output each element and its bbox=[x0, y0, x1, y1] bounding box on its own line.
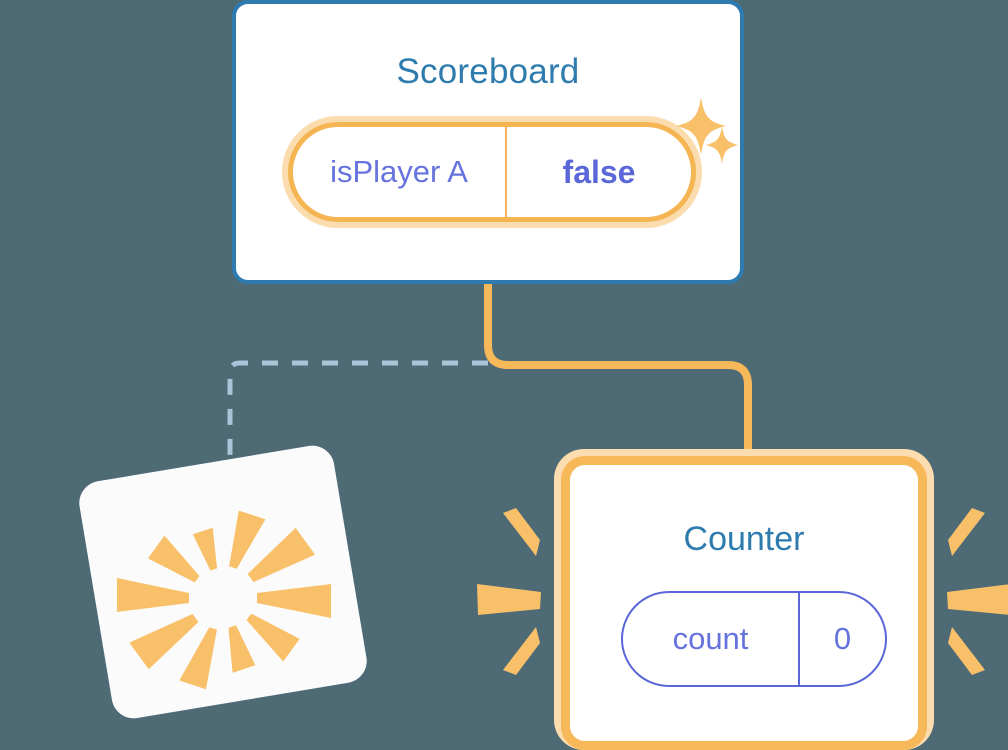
scoreboard-prop-value: false bbox=[562, 153, 636, 190]
ray bbox=[503, 508, 540, 556]
scoreboard-pill-glow-ring bbox=[282, 116, 702, 228]
counter-title: Counter bbox=[683, 520, 805, 558]
counter-prop-pill[interactable]: count 0 bbox=[621, 591, 887, 687]
scoreboard-prop-key: isPlayer A bbox=[293, 127, 507, 217]
ray bbox=[948, 627, 985, 675]
counter-prop-value: 0 bbox=[833, 621, 852, 656]
ray bbox=[503, 627, 540, 675]
connector-scoreboard-to-counter bbox=[484, 284, 752, 460]
scoreboard-card[interactable]: Scoreboard isPlayer A false bbox=[232, 0, 744, 284]
blank-card[interactable] bbox=[75, 442, 371, 722]
counter-card[interactable]: Counter count 0 bbox=[561, 456, 927, 750]
scoreboard-prop-pill[interactable]: isPlayer A false bbox=[282, 116, 702, 228]
scoreboard-title: Scoreboard bbox=[396, 52, 580, 91]
counter-prop-key: count bbox=[623, 593, 800, 685]
ray bbox=[477, 584, 541, 615]
ray bbox=[948, 508, 985, 556]
ray bbox=[947, 584, 1008, 615]
